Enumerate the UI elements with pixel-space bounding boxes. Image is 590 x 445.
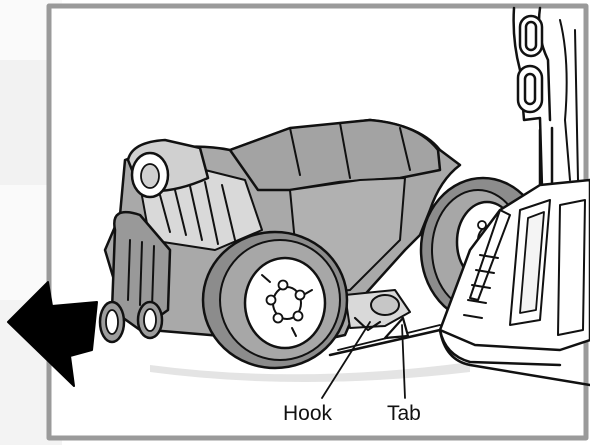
push-arrow-icon xyxy=(7,281,98,387)
hook-part xyxy=(353,316,382,332)
launcher-ramp xyxy=(438,178,590,367)
tab-label: Tab xyxy=(387,402,421,425)
tower xyxy=(512,6,579,192)
tab-callout-line xyxy=(401,324,406,399)
front-tire xyxy=(201,230,349,370)
ground-shadow xyxy=(150,362,470,382)
hook-callout-line xyxy=(321,321,371,399)
hook-label: Hook xyxy=(283,402,333,425)
scene xyxy=(98,6,590,399)
